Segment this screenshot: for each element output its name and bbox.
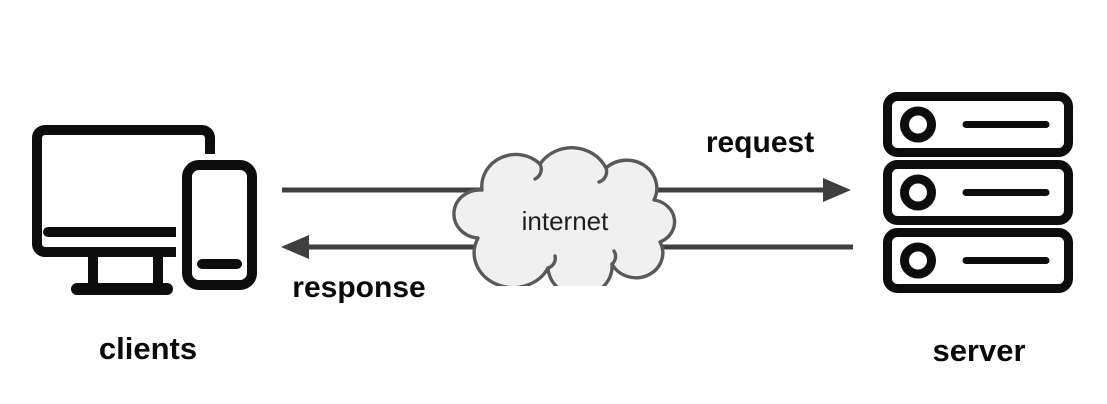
cloud-icon: [452, 146, 677, 286]
request-label: request: [705, 126, 815, 159]
server-label: server: [932, 333, 1026, 368]
server-stack-icon: [883, 92, 1073, 293]
cloud-curl-details: [533, 162, 618, 270]
server-unit: [883, 92, 1073, 157]
response-arrowhead-icon: [281, 235, 309, 259]
monitor-and-phone-icon: [32, 125, 262, 296]
server-unit: [883, 228, 1073, 293]
request-arrowhead-icon: [823, 178, 851, 202]
response-label: response: [292, 271, 426, 304]
internet-label: internet: [521, 206, 609, 236]
server-unit: [883, 160, 1073, 225]
phone-icon: [176, 154, 262, 296]
clients-label: clients: [98, 331, 198, 366]
